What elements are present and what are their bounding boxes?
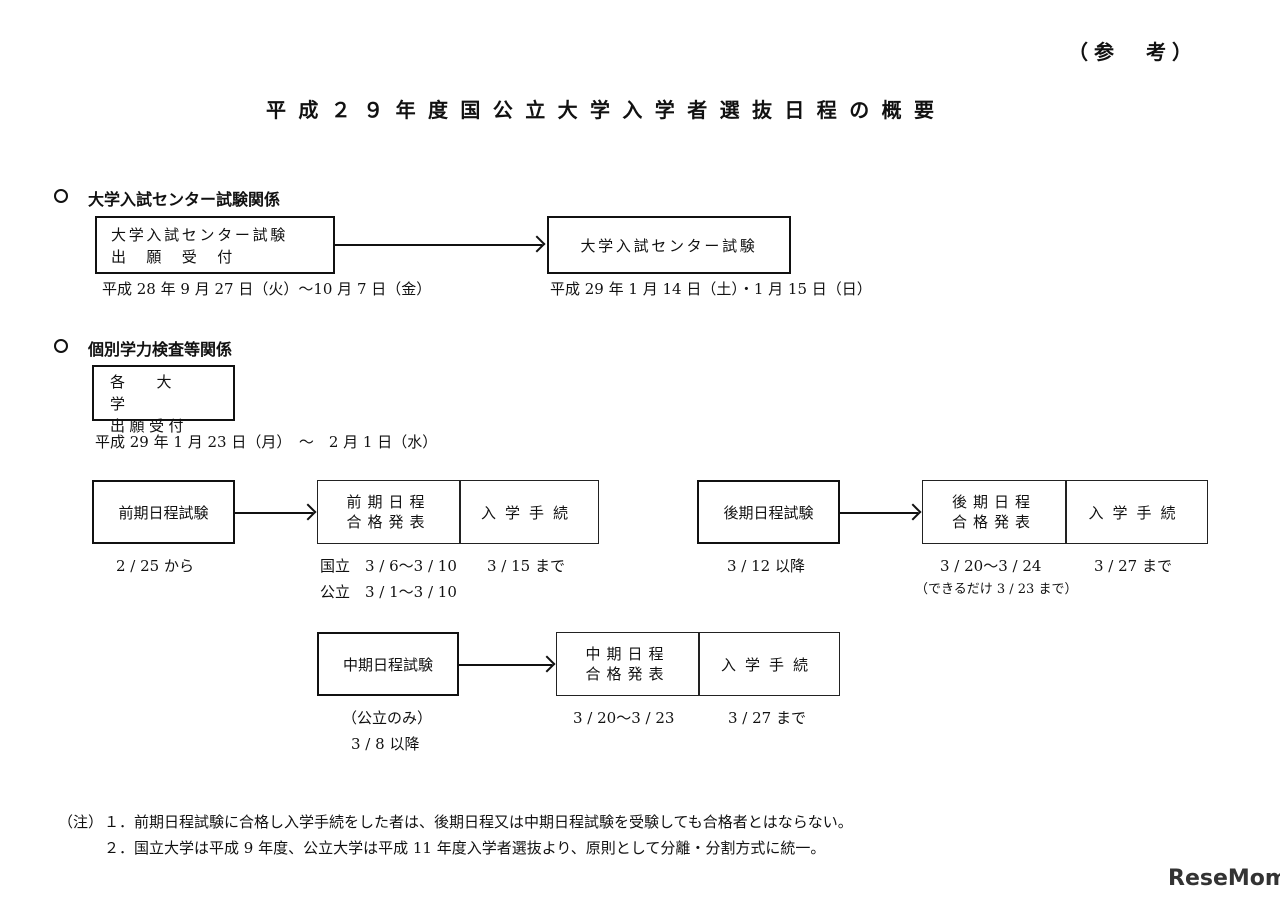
late-result-note: （できるだけ 3 / 23 まで） [915, 582, 1078, 597]
late-enroll-date: 3 / 27 まで [1094, 557, 1172, 575]
center-application-line2: 出 願 受 付 [111, 248, 235, 266]
middle-exam-date: 3 / 8 以降 [351, 735, 420, 753]
late-exam-date: 3 / 12 以降 [727, 557, 805, 575]
early-result-date-public: 公立 3 / 1～3 / 10 [320, 583, 457, 601]
university-application-line2: 出願受付 [110, 417, 189, 435]
late-result-line1: 後期日程 [951, 493, 1036, 511]
early-result-box: 前期日程 合格発表 入学手続 [317, 480, 599, 544]
early-exam-label: 前期日程試験 [118, 503, 209, 522]
early-enroll-label: 入学手続 [480, 503, 577, 522]
center-exam-box: 大学入試センター試験 [547, 216, 791, 274]
middle-result-line2: 合格発表 [585, 665, 670, 683]
center-arrow [335, 244, 542, 246]
center-exam-date: 平成 29 年 1 月 14 日（土）・1 月 15 日（日） [550, 280, 872, 298]
middle-result-box: 中期日程 合格発表 入学手続 [556, 632, 840, 696]
late-exam-box: 後期日程試験 [697, 480, 840, 544]
early-result-line2: 合格発表 [346, 513, 431, 531]
section2-heading: 個別学力検査等関係 [88, 340, 233, 359]
notes-prefix: （注） [58, 813, 104, 831]
university-application-box: 各 大 学 出願受付 [92, 365, 235, 435]
early-enroll-date: 3 / 15 まで [487, 557, 565, 575]
late-result-divider [1065, 481, 1067, 543]
late-arrow [840, 512, 918, 514]
middle-exam-box: 中期日程試験 [317, 632, 459, 696]
early-exam-date: 2 / 25 から [116, 557, 194, 575]
section1-bullet-icon [54, 189, 68, 203]
section2-bullet-icon [54, 339, 68, 353]
middle-result-date: 3 / 20～3 / 23 [573, 709, 675, 727]
early-exam-box: 前期日程試験 [92, 480, 235, 544]
page-title: 平成２９年度国公立大学入学者選抜日程の概要 [266, 98, 947, 122]
resemom-logo: ReseMom [1168, 866, 1280, 891]
reference-tag: （参 考） [1068, 40, 1198, 64]
university-application-line1: 各 大 学 [110, 373, 204, 413]
center-application-box: 大学入試センター試験 出 願 受 付 [95, 216, 335, 274]
early-result-date-national: 国立 3 / 6～3 / 10 [320, 557, 457, 575]
university-application-date: 平成 29 年 1 月 23 日（月） ～ 2 月 1 日（水） [95, 433, 438, 451]
early-result-line1: 前期日程 [346, 493, 431, 511]
middle-enroll-label: 入学手続 [720, 655, 817, 674]
note-item-2: ２．国立大学は平成 9 年度、公立大学は平成 11 年度入学者選抜より、原則とし… [104, 839, 826, 857]
middle-enroll-date: 3 / 27 まで [728, 709, 806, 727]
section1-heading: 大学入試センター試験関係 [88, 190, 281, 209]
middle-exam-label: 中期日程試験 [342, 655, 433, 674]
middle-result-divider [698, 633, 700, 695]
center-application-date: 平成 28 年 9 月 27 日（火）～10 月 7 日（金） [102, 280, 432, 298]
late-result-line2: 合格発表 [951, 513, 1036, 531]
early-arrow [235, 512, 313, 514]
center-application-line1: 大学入試センター試験 [111, 226, 289, 244]
late-result-date: 3 / 20～3 / 24 [940, 557, 1042, 575]
middle-arrow [459, 664, 552, 666]
center-exam-label: 大学入試センター試験 [580, 236, 758, 255]
middle-exam-note: （公立のみ） [342, 709, 433, 727]
middle-result-line1: 中期日程 [585, 645, 670, 663]
note-item-1: １．前期日程試験に合格し入学手続をした者は、後期日程又は中期日程試験を受験しても… [104, 813, 853, 831]
late-result-box: 後期日程 合格発表 入学手続 [922, 480, 1208, 544]
early-result-divider [459, 481, 461, 543]
late-exam-label: 後期日程試験 [723, 503, 814, 522]
late-enroll-label: 入学手続 [1088, 503, 1185, 522]
